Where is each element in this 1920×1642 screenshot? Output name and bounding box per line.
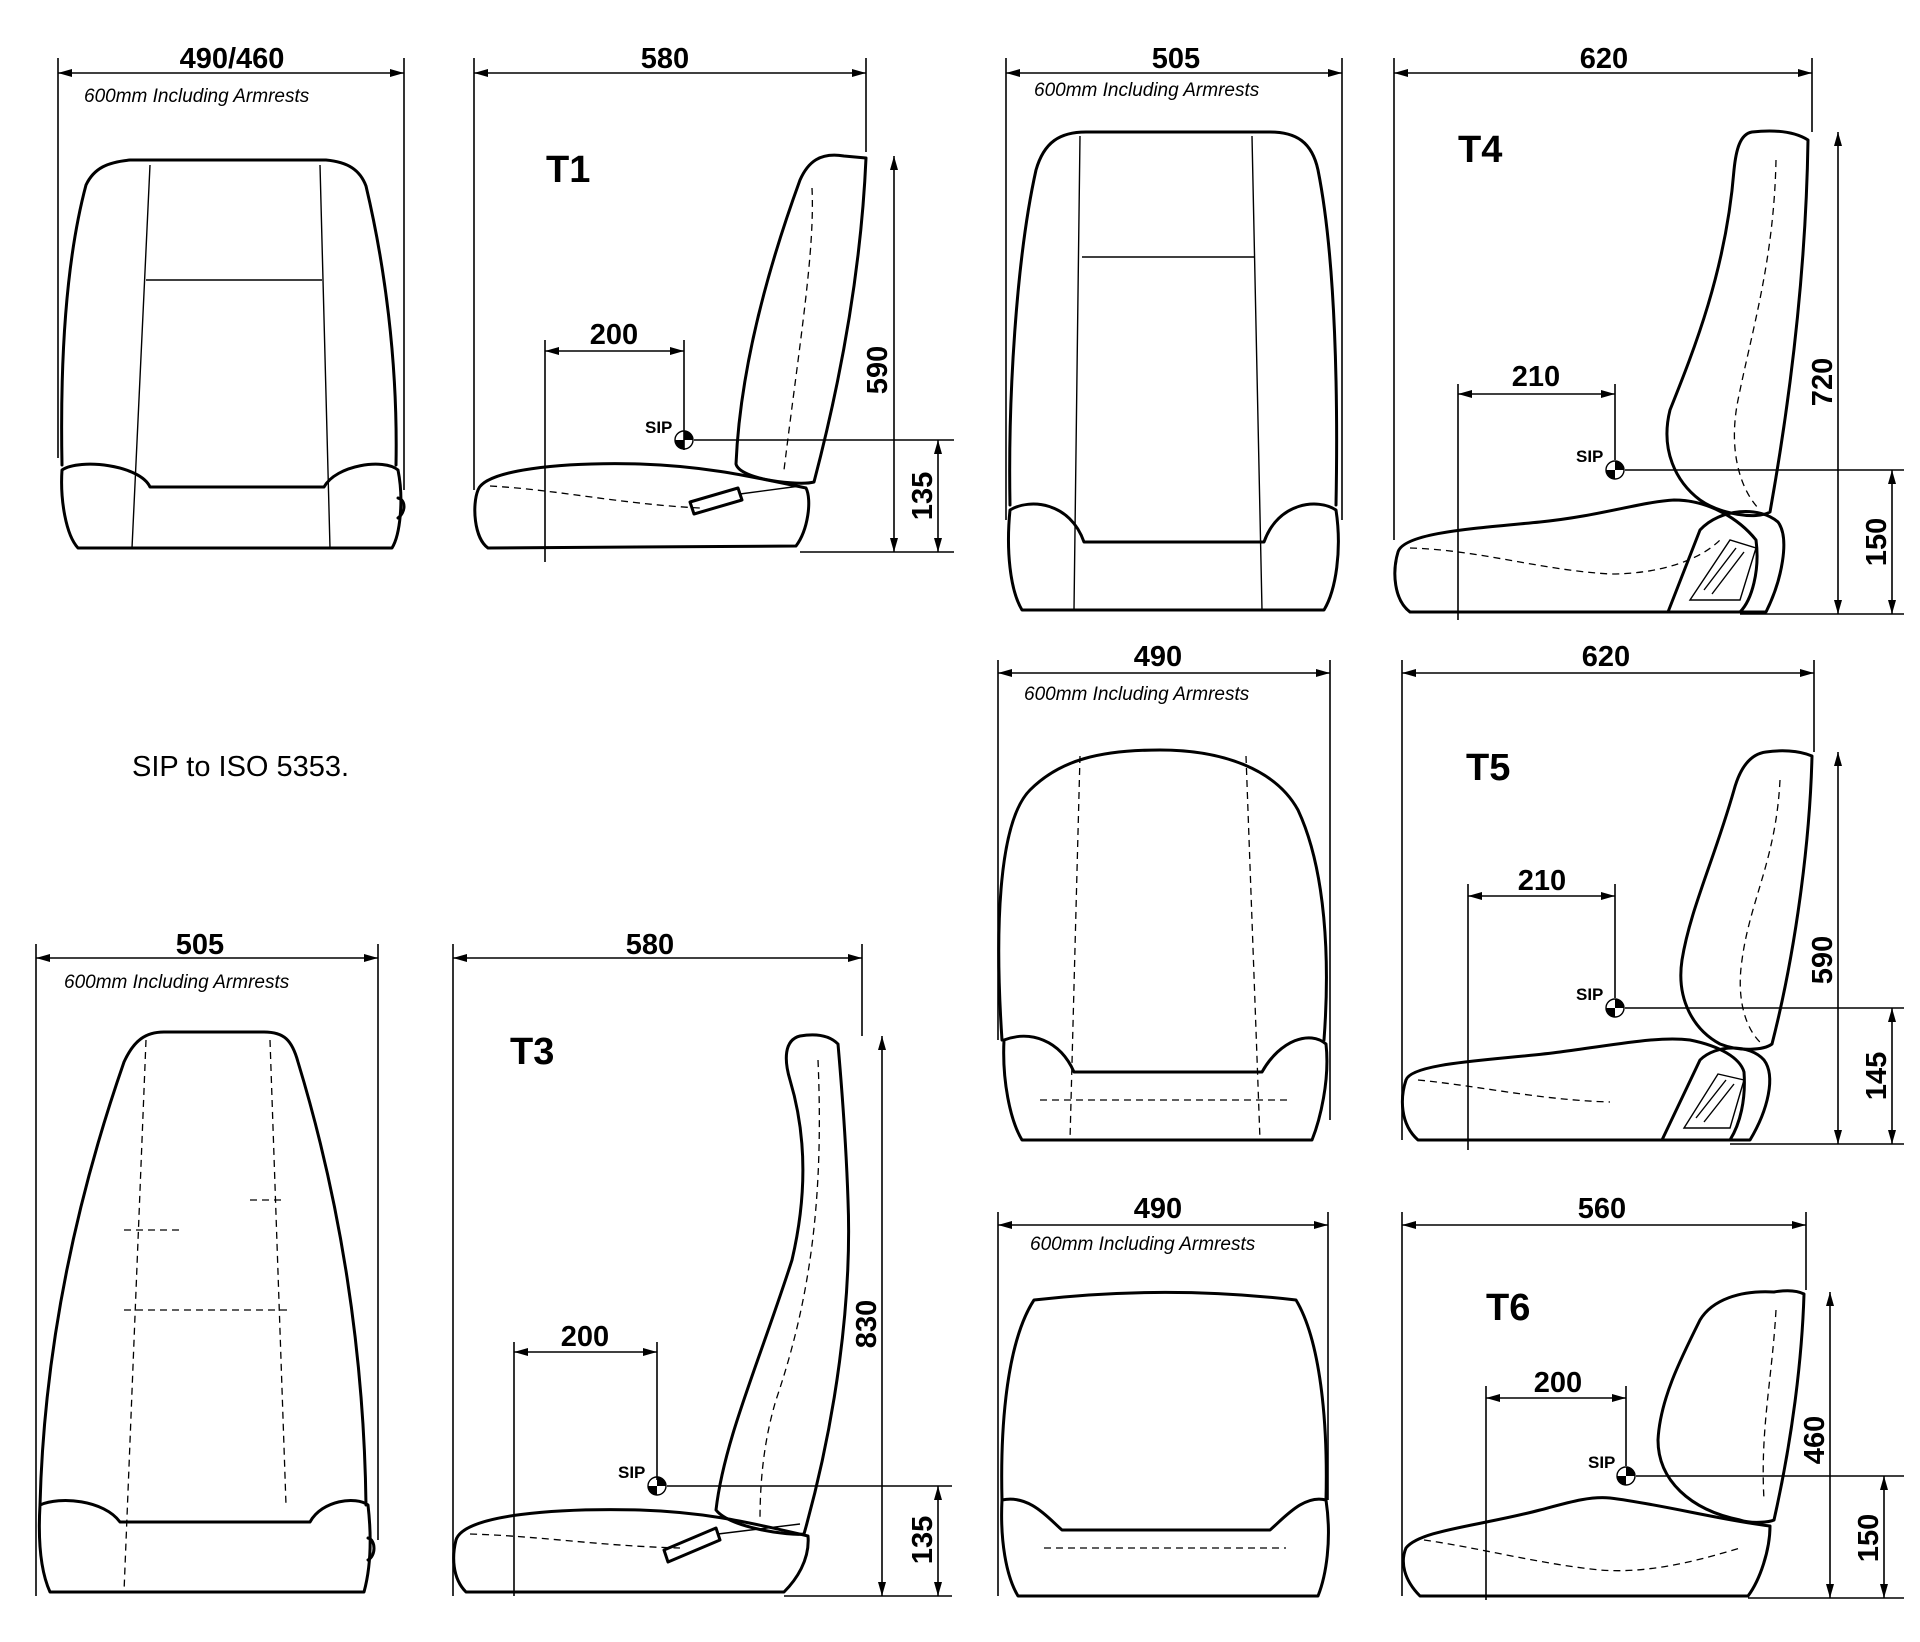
t1-front-note: 600mm Including Armrests	[84, 86, 310, 107]
t6-front-view: 490 600mm Including Armrests	[997, 1193, 1330, 1598]
t3-sip-height: 135	[907, 1516, 939, 1564]
t6-side-depth: 560	[1578, 1193, 1626, 1225]
t3-back-height: 830	[851, 1300, 883, 1348]
t1-label: T1	[546, 149, 590, 191]
t3-front-width: 505	[176, 929, 224, 961]
t1-back-height: 590	[862, 346, 894, 394]
t1-sip-label: SIP	[645, 418, 672, 437]
t1-side-view: 580 T1 200 SIP 590 135	[473, 43, 954, 562]
t1-sip-offset: 200	[590, 319, 638, 351]
t3-side-view: 580 T3 200 SIP 830 135	[452, 929, 952, 1597]
t4-front-width: 505	[1152, 43, 1200, 75]
t5-front-width: 490	[1134, 641, 1182, 673]
t6-back-height: 460	[1799, 1416, 1831, 1464]
t4-sip-offset: 210	[1512, 361, 1560, 393]
t1-front-view: 490/460 600mm Including Armrests	[57, 43, 406, 550]
t3-front-note: 600mm Including Armrests	[64, 972, 290, 993]
t5-side-view: 620 T5 210 SIP 590 145	[1400, 641, 1904, 1150]
sip-standard-note: SIP to ISO 5353.	[132, 751, 349, 783]
t5-back-height: 590	[1807, 936, 1839, 984]
t5-label: T5	[1466, 747, 1510, 789]
t4-sip-height: 150	[1861, 518, 1893, 566]
t3-sip-offset: 200	[561, 1321, 609, 1353]
t6-sip-height: 150	[1853, 1514, 1885, 1562]
t6-front-note: 600mm Including Armrests	[1030, 1234, 1256, 1255]
t6-front-width: 490	[1134, 1193, 1182, 1225]
t4-sip-label: SIP	[1576, 447, 1603, 466]
t5-sip-height: 145	[1861, 1052, 1893, 1100]
t4-front-view: 505 600mm Including Armrests	[1005, 43, 1343, 612]
t3-front-view: 505 600mm Including Armrests	[35, 929, 379, 1596]
t3-sip-label: SIP	[618, 1463, 645, 1482]
t6-sip-offset: 200	[1534, 1367, 1582, 1399]
t5-front-view: 490 600mm Including Armrests	[997, 641, 1331, 1142]
t1-side-depth: 580	[641, 43, 689, 75]
t4-side-depth: 620	[1580, 43, 1628, 75]
t6-label: T6	[1486, 1287, 1530, 1329]
t4-label: T4	[1458, 129, 1502, 171]
t1-sip-height: 135	[907, 472, 939, 520]
t3-side-depth: 580	[626, 929, 674, 961]
t4-side-view: 620 T4 210 SIP 720 150	[1393, 43, 1904, 620]
t3-label: T3	[510, 1031, 554, 1073]
t5-sip-label: SIP	[1576, 985, 1603, 1004]
t6-sip-label: SIP	[1588, 1453, 1615, 1472]
t4-front-note: 600mm Including Armrests	[1034, 80, 1260, 101]
t1-front-width: 490/460	[180, 43, 285, 75]
t5-side-depth: 620	[1582, 641, 1630, 673]
t5-sip-offset: 210	[1518, 865, 1566, 897]
t5-front-note: 600mm Including Armrests	[1024, 684, 1250, 705]
t4-back-height: 720	[1807, 358, 1839, 406]
t6-side-view: 560 T6 200 SIP 460 150	[1401, 1193, 1904, 1600]
